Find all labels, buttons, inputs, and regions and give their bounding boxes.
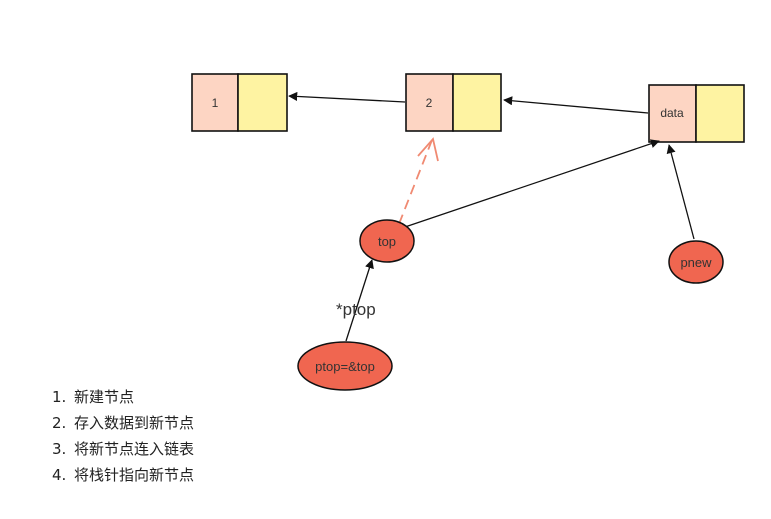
step-text: 新建节点 [74, 388, 135, 406]
step-item: 2. 存入数据到新节点 [52, 410, 194, 436]
arrow-newnode-to-node2 [503, 96, 649, 114]
node-2-data-label: 2 [426, 96, 433, 110]
step-number: 3. [52, 440, 67, 458]
step-number: 2. [52, 414, 67, 432]
node-2-next-cell [452, 73, 502, 132]
dashed-arrow-top-to-node2 [398, 137, 439, 225]
ptop-pointer-label: ptop=&top [315, 359, 375, 374]
node-1-data-label: 1 [212, 96, 219, 110]
step-text: 存入数据到新节点 [74, 414, 195, 432]
arrow-node2-to-node1 [288, 91, 406, 103]
step-item: 4. 将栈针指向新节点 [52, 462, 194, 488]
arrow-top-to-newnode [404, 139, 660, 228]
node-2: 2 [405, 73, 502, 132]
step-item: 3. 将新节点连入链表 [52, 436, 194, 462]
new-node-next-cell [695, 84, 745, 143]
new-node-data-label: data [660, 106, 684, 120]
step-text: 将新节点连入链表 [74, 440, 195, 458]
new-node: data [648, 84, 745, 143]
top-pointer-label: top [378, 234, 396, 249]
node-1-data-cell [191, 73, 239, 132]
step-text: 将栈针指向新节点 [74, 466, 195, 484]
node-1-next-cell [237, 73, 288, 132]
step-number: 4. [52, 466, 67, 484]
step-number: 1. [52, 388, 67, 406]
pnew-pointer: pnew [668, 240, 724, 284]
arrow-pnew-to-newnode [666, 144, 695, 240]
top-pointer: top [359, 219, 415, 263]
node-1: 1 [191, 73, 288, 132]
pnew-pointer-label: pnew [680, 255, 712, 270]
steps-list: 1. 新建节点 2. 存入数据到新节点 3. 将新节点连入链表 4. 将栈针指向新节点 [52, 384, 194, 488]
edge-label-ptop: *ptop [336, 300, 376, 319]
ptop-pointer: ptop=&top [297, 341, 393, 391]
arrow-ptop-to-top [345, 259, 374, 342]
step-item: 1. 新建节点 [52, 384, 194, 410]
